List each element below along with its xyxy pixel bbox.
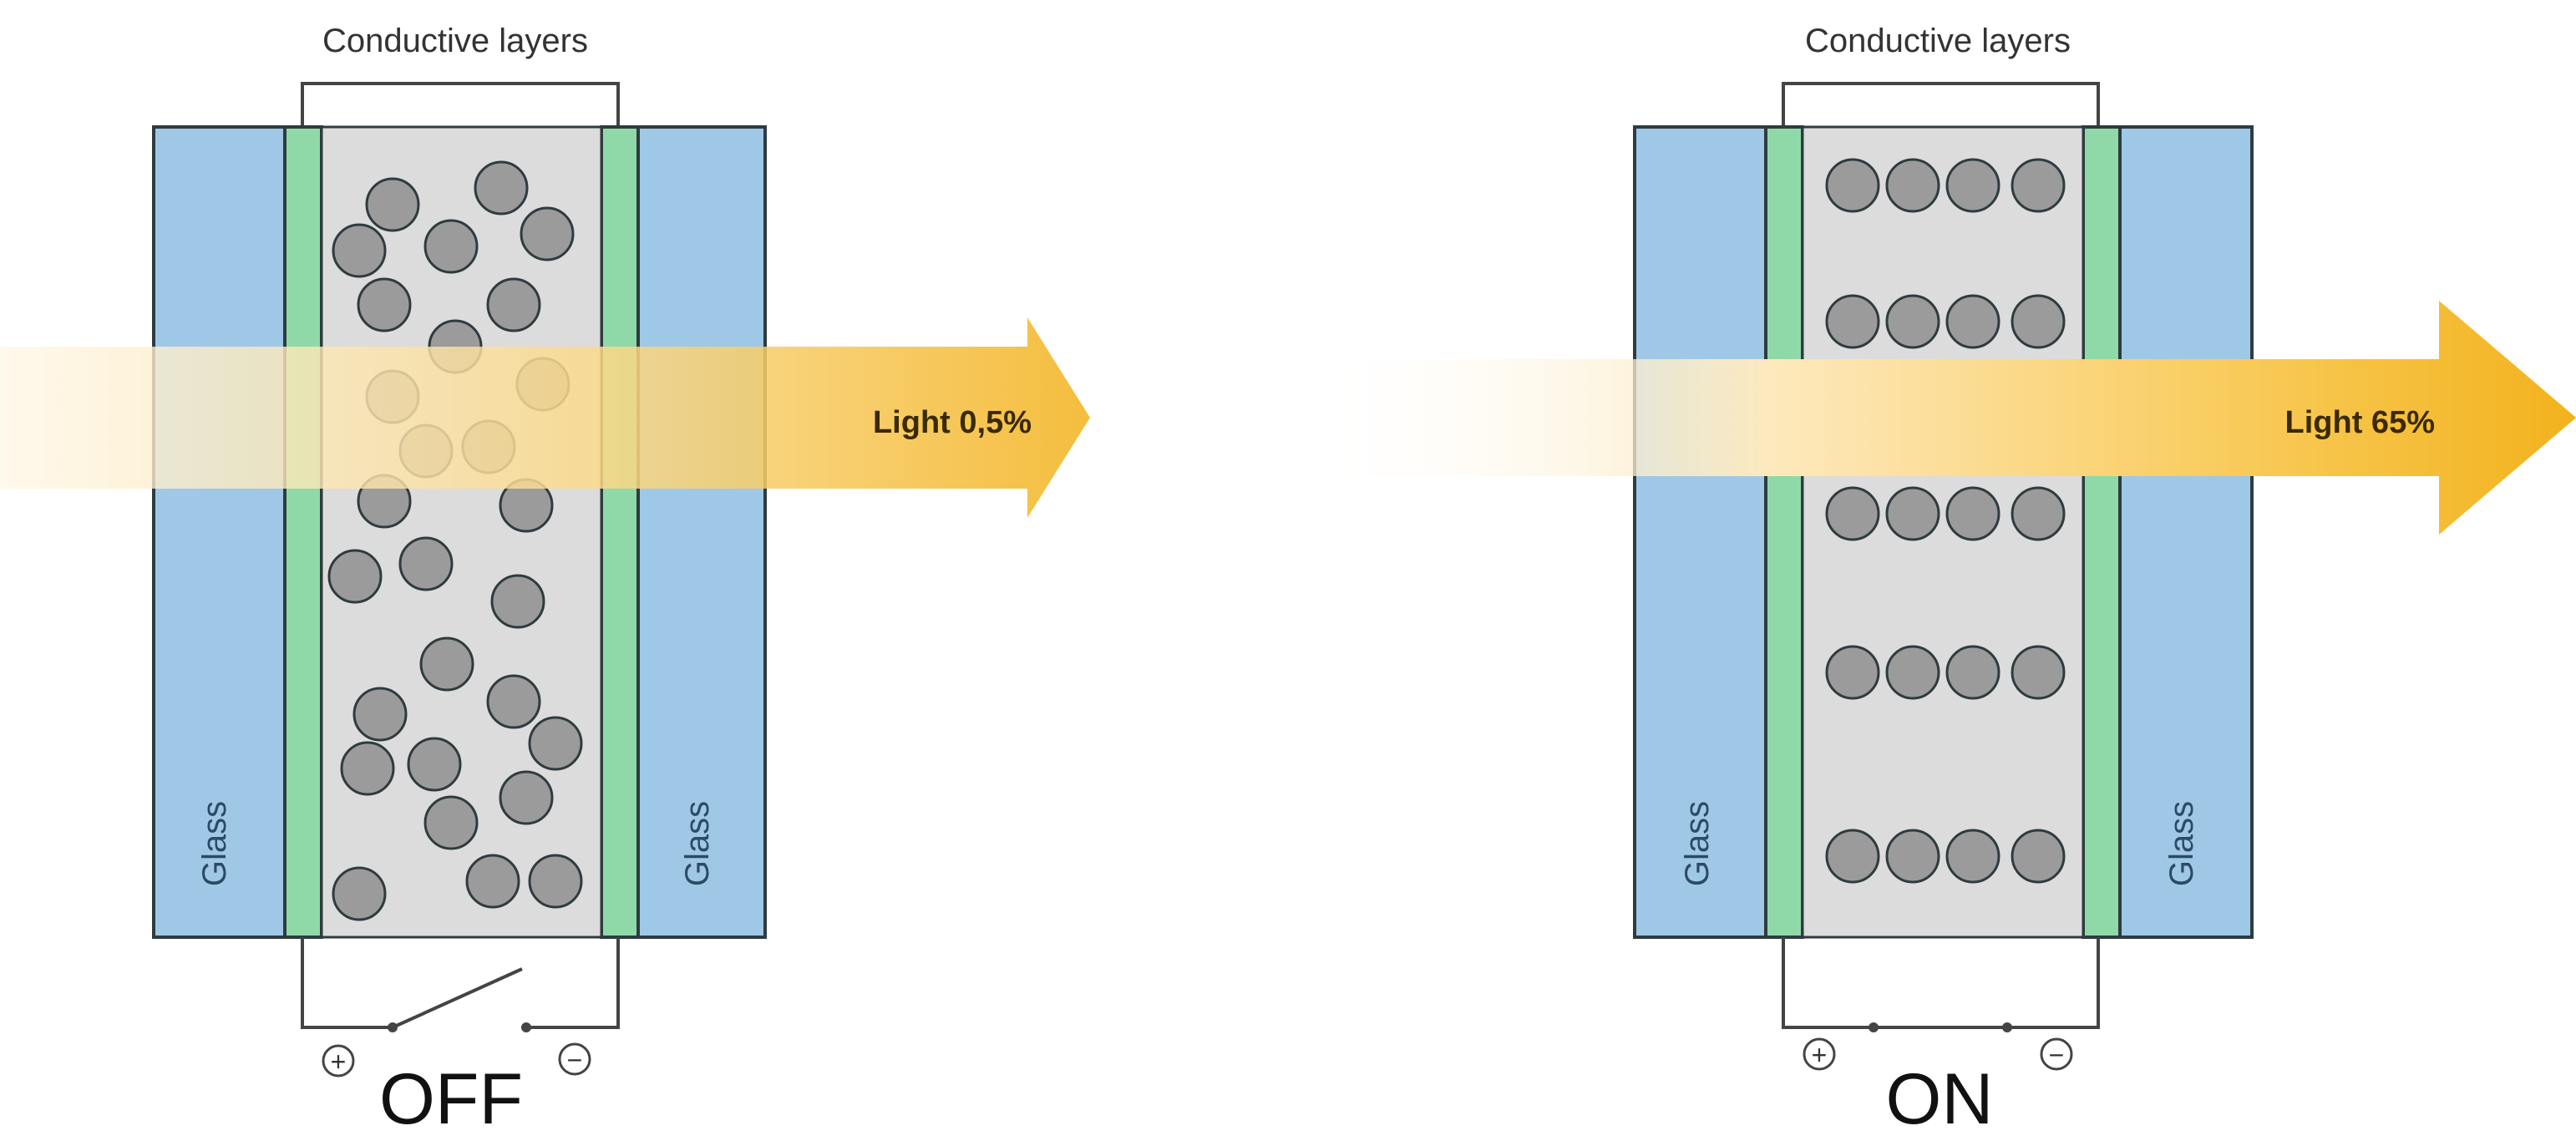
off-light-label: Light 0,5% [873, 405, 1032, 440]
on-particle [1945, 486, 2000, 541]
off-particle [327, 549, 383, 604]
on-minus-terminal [2040, 1037, 2073, 1071]
off-particle [486, 277, 541, 332]
on-light-arrow: Light 65% [1336, 301, 2576, 535]
on-particle [2011, 829, 2066, 884]
off-glass-left [152, 125, 287, 939]
on-minus-symbol: − [2049, 1040, 2065, 1070]
off-minus-terminal [558, 1042, 591, 1076]
on-particle [1885, 486, 1940, 541]
off-particle [365, 177, 420, 232]
off-particle [332, 866, 387, 921]
off-bottom-wire-right [526, 937, 620, 1029]
on-particle [1825, 294, 1880, 349]
on-particle [1945, 158, 2000, 213]
panel-off: Conductive layers Glass Glass Light 0,5%… [0, 23, 1090, 1139]
on-switch-contact [2002, 1022, 2012, 1032]
on-switch-pivot [1869, 1022, 1879, 1032]
on-particle [1825, 829, 1880, 884]
on-plus-terminal [1803, 1037, 1836, 1071]
off-particle [520, 206, 575, 261]
off-glass-left-label: Glass [196, 801, 233, 886]
on-particle [2011, 294, 2066, 349]
on-particle [1825, 158, 1880, 213]
on-glass-right-label: Glass [2163, 801, 2200, 886]
off-particle [486, 674, 541, 729]
on-particle [1885, 829, 1940, 884]
off-particle [357, 277, 412, 332]
on-particle [1825, 645, 1880, 700]
off-particle [465, 854, 520, 909]
on-plus-symbol: + [1812, 1040, 1828, 1070]
off-particle [423, 795, 479, 850]
on-particle [2011, 486, 2066, 541]
on-particle [1885, 645, 1940, 700]
on-particle [1885, 158, 1940, 213]
off-top-wire [301, 82, 620, 125]
on-conductive-layer-right [2082, 125, 2122, 939]
off-particle [528, 716, 583, 771]
off-plus-symbol: + [331, 1047, 347, 1077]
on-particle [1945, 829, 2000, 884]
on-conductive-label: Conductive layers [1805, 23, 2071, 59]
off-particle [332, 223, 387, 278]
off-plus-terminal [322, 1044, 355, 1078]
off-particle [490, 574, 545, 629]
on-arrow-shape [1336, 301, 2576, 535]
on-particle [1825, 486, 1880, 541]
off-particle [499, 770, 554, 825]
off-particle [419, 636, 474, 692]
on-glass-left [1633, 125, 1767, 939]
off-particle [398, 536, 454, 591]
off-conductive-label: Conductive layers [322, 23, 588, 59]
off-particle [340, 741, 395, 796]
on-particle [1945, 294, 2000, 349]
on-particle [1945, 645, 2000, 700]
off-conductive-layer-left [283, 125, 323, 939]
off-minus-symbol: − [567, 1045, 583, 1075]
on-conductive-layer-left [1764, 125, 1804, 939]
off-conductive-layer-right [600, 125, 640, 939]
off-switch-contact [521, 1022, 531, 1032]
off-state-label: OFF [379, 1059, 523, 1137]
on-top-wire [1782, 82, 2100, 125]
off-particle [352, 687, 408, 742]
off-switch-lever [392, 967, 523, 1029]
off-glass-right [636, 125, 767, 939]
on-particle [1885, 294, 1940, 349]
off-particle [474, 160, 529, 216]
off-light-arrow: Light 0,5% [0, 317, 1090, 518]
on-glass-left-label: Glass [1679, 801, 1716, 886]
on-particle [2011, 158, 2066, 213]
on-particle [2011, 645, 2066, 700]
off-particle [528, 854, 583, 909]
off-particle [423, 219, 479, 274]
off-bottom-wire-left [301, 937, 393, 1029]
off-particle [407, 737, 462, 792]
on-particles [1825, 158, 2066, 884]
on-light-label: Light 65% [2285, 405, 2435, 440]
off-switch-pivot [388, 1022, 398, 1032]
off-glass-right-label: Glass [679, 801, 716, 886]
off-arrow-shape [0, 317, 1090, 518]
on-state-label: ON [1886, 1059, 1994, 1137]
panel-on: Conductive layers Glass Glass Light 65% … [1336, 23, 2576, 1139]
on-bottom-wire [1782, 937, 2100, 1029]
